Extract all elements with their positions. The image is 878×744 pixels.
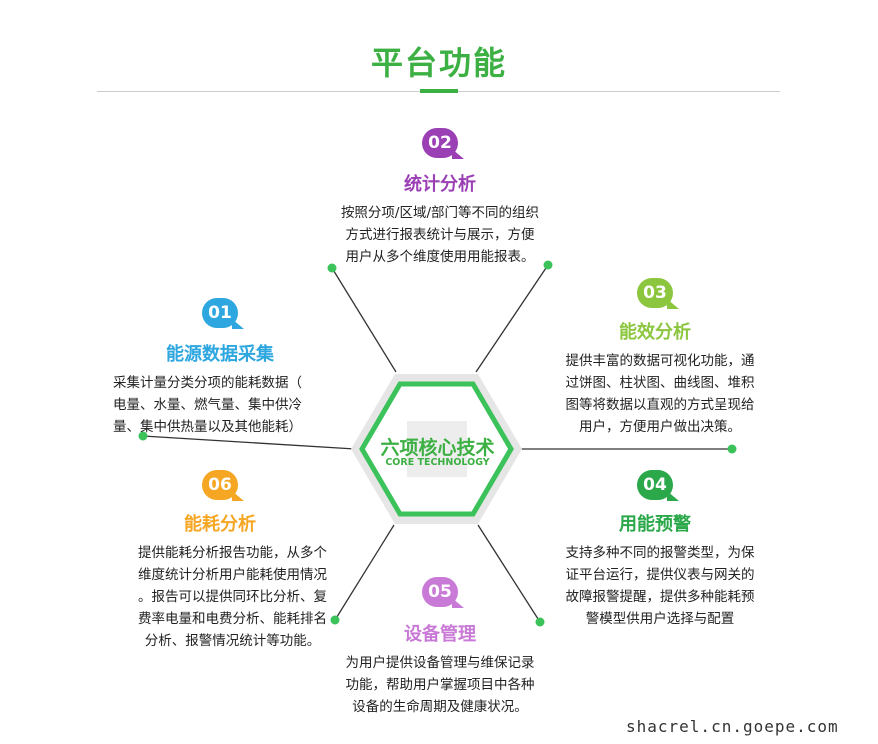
feature-title: 用能预警 [619,514,691,535]
description-line: 过饼图、柱状图、曲线图、堆积 [565,375,755,391]
speech-tail-icon [232,319,244,329]
description-line: 维度统计分析用户能耗使用情况 [138,567,327,583]
description-line: 支持多种不同的报警类型，为保 [565,545,755,561]
description-line: 故障报警提醒，提供多种能耗预 [565,589,755,605]
feature-title: 能效分析 [619,322,691,343]
badge-number: 04 [643,475,667,495]
connector-line [334,524,395,621]
connector-dot [138,431,148,441]
badge-number: 03 [643,283,667,303]
feature-title: 设备管理 [404,624,476,645]
description-line: 功能，帮助用户掌握项目中各种 [345,677,535,693]
description-line: 证平台运行，提供仪表与网关的 [565,567,755,583]
description-line: 电量、水量、燃气量、集中供冷 [113,397,302,413]
feature-title: 能耗分析 [184,514,256,535]
connector-dot [543,260,553,270]
badge-number: 05 [428,582,452,602]
description-line: 设备的生命周期及健康状况。 [352,699,528,715]
badge-number: 02 [428,133,452,153]
speech-tail-icon [232,491,244,501]
feature-description: 为用户提供设备管理与维保记录功能，帮助用户掌握项目中各种设备的生命周期及健康状况… [320,652,560,718]
speech-tail-icon [667,299,679,309]
badge-number: 01 [208,303,232,323]
watermark: shacrel.cn.goepe.com [626,717,839,736]
connector-dot [535,617,545,627]
description-line: 方式进行报表统计与展示，方便 [345,227,535,243]
feature-title: 统计分析 [404,174,476,195]
description-line: 量、集中供热量以及其他能耗） [113,419,302,435]
page-title: 平台功能 [370,44,507,82]
feature-description: 采集计量分类分项的能耗数据（ 电量、水量、燃气量、集中供冷量、集中供热量以及其他能… [113,372,363,438]
connector-dot [727,444,737,454]
connector-dot [330,615,340,625]
core-title: 六项核心技术 [380,437,495,459]
speech-tail-icon [667,491,679,501]
description-line: 。报告可以提供同环比分析、复 [138,589,327,605]
speech-tail-icon [452,149,464,159]
number-badge: 05 [422,577,464,608]
number-badge: 03 [637,278,679,309]
description-line: 提供能耗分析报告功能，从多个 [138,545,327,561]
description-line: 采集计量分类分项的能耗数据（ [113,375,302,391]
number-badge: 06 [202,470,244,501]
hexagon-emblem [407,421,467,477]
description-line: 为用户提供设备管理与维保记录 [345,655,535,671]
connector-line [477,524,541,623]
description-line: 用户，方便用户做出决策。 [579,419,741,435]
feature-description: 按照分项/区域/部门等不同的组织方式进行报表统计与展示，方便用户从多个维度使用用… [315,202,565,268]
description-line: 提供丰富的数据可视化功能，通 [565,353,755,369]
connector-line [142,435,356,450]
number-badge: 04 [637,470,679,501]
feature-title: 能源数据采集 [166,344,274,365]
feature-description: 提供丰富的数据可视化功能，通过饼图、柱状图、曲线图、堆积图等将数据以直观的方式呈… [545,350,775,438]
number-badge: 01 [202,298,244,329]
description-line: 警模型供用户选择与配置 [585,611,735,627]
description-line: 费率电量和电费分析、能耗排名 [138,611,327,627]
divider-accent [420,89,458,93]
feature-description: 支持多种不同的报警类型，为保证平台运行，提供仪表与网关的故障报警提醒，提供多种能… [545,542,775,630]
description-line: 分析、报警情况统计等功能。 [144,633,321,649]
feature-description: 提供能耗分析报告功能，从多个维度统计分析用户能耗使用情况。报告可以提供同环比分析… [110,542,355,652]
description-line: 用户从多个维度使用用能报表。 [345,249,535,265]
badge-number: 06 [208,475,232,495]
connector-line [331,267,397,373]
description-line: 按照分项/区域/部门等不同的组织 [340,205,540,221]
core-subtitle: CORE TECHNOLOGY [385,457,490,468]
connector-line [475,264,549,373]
speech-tail-icon [452,598,464,608]
connector-dot [327,263,337,273]
number-badge: 02 [422,128,464,159]
description-line: 图等将数据以直观的方式呈现给 [565,397,755,413]
